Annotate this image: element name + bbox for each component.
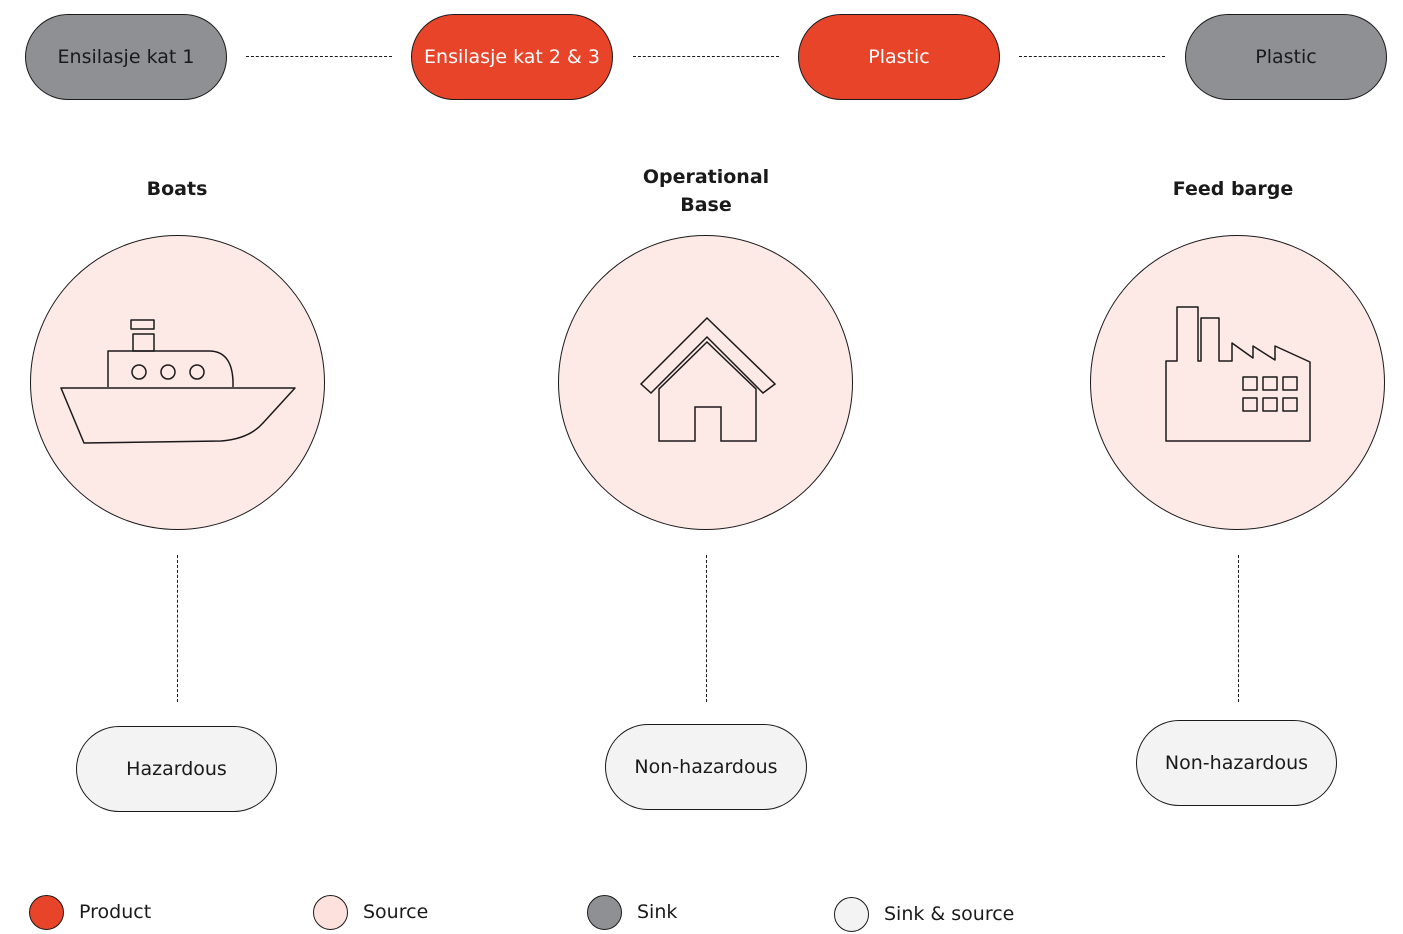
category-pill-non-hazardous: Non-hazardous xyxy=(605,724,807,810)
category-pill-non-hazardous: Non-hazardous xyxy=(1136,720,1337,806)
source-circle-feed-barge xyxy=(1090,235,1385,530)
legend-label: Sink & source xyxy=(884,903,1015,925)
connector-line xyxy=(1238,555,1239,702)
node-title-operational-base: Operational Base xyxy=(642,166,770,216)
legend-label: Sink xyxy=(637,901,678,923)
legend-label: Source xyxy=(363,901,429,923)
legend-item-source: Source xyxy=(313,892,428,932)
pill-ensilasje-kat-2-3: Ensilasje kat 2 & 3 xyxy=(411,14,613,100)
connector-line xyxy=(177,555,178,702)
legend-swatch-sink xyxy=(587,894,622,930)
connector-line xyxy=(633,56,779,57)
boat-icon xyxy=(60,319,296,444)
legend-item-product: Product xyxy=(29,892,151,932)
legend-swatch-source xyxy=(313,894,348,930)
legend-swatch-product xyxy=(29,894,64,930)
legend-swatch-sink-source xyxy=(834,896,869,932)
pill-plastic-product: Plastic xyxy=(798,14,1000,100)
category-pill-hazardous: Hazardous xyxy=(76,726,277,812)
legend-label: Product xyxy=(79,901,152,923)
source-circle-operational-base xyxy=(558,235,853,530)
node-title-feed-barge: Feed barge xyxy=(1172,178,1294,200)
connector-line xyxy=(1019,56,1165,57)
node-title-boats: Boats xyxy=(146,178,208,200)
source-circle-boats xyxy=(30,235,325,530)
legend-item-sink: Sink xyxy=(587,892,677,932)
house-icon xyxy=(639,316,777,442)
connector-line xyxy=(706,555,707,702)
legend-item-sink-source: Sink & source xyxy=(834,894,1014,934)
pill-ensilasje-kat-1: Ensilasje kat 1 xyxy=(25,14,227,100)
pill-plastic-sink: Plastic xyxy=(1185,14,1387,100)
connector-line xyxy=(246,56,392,57)
factory-icon xyxy=(1165,306,1311,442)
